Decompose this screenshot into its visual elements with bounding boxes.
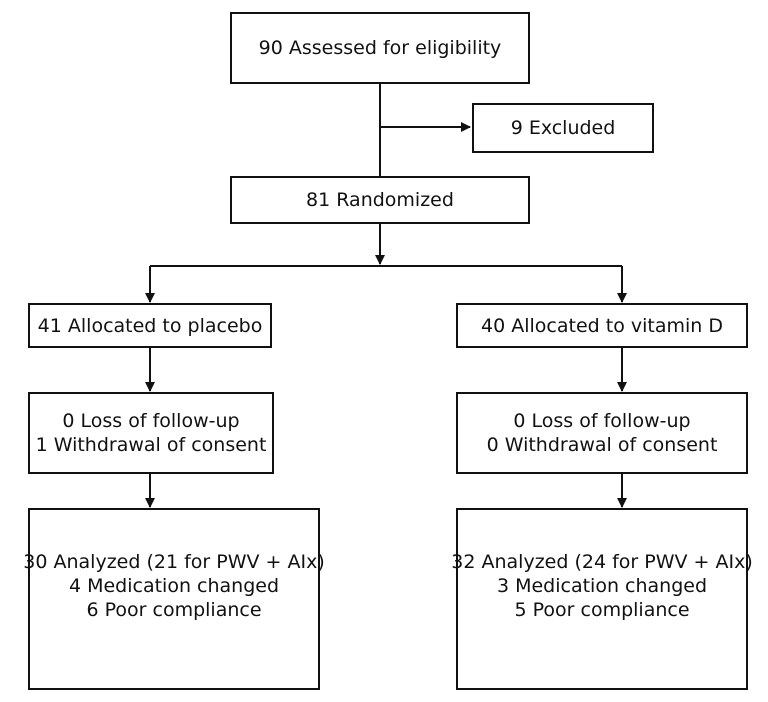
- placebo-medication-changed: 4 Medication changed: [68, 575, 280, 597]
- vitamin-d-withdrawal: 0 Withdrawal of consent: [486, 434, 718, 456]
- assessed-box: 90 Assessed for eligibility: [230, 12, 530, 84]
- placebo-poor-compliance: 6 Poor compliance: [86, 599, 262, 621]
- placebo-withdrawal: 1 Withdrawal of consent: [35, 434, 267, 456]
- randomized-label: 81 Randomized: [306, 189, 454, 211]
- vitamin-d-analyzed: 32 Analyzed (24 for PWV + AIx): [451, 551, 753, 573]
- placebo-allocation-box: 41 Allocated to placebo: [28, 303, 272, 348]
- placebo-followup-box: 0 Loss of follow-up 1 Withdrawal of cons…: [28, 392, 274, 474]
- vitamin-d-medication-changed: 3 Medication changed: [496, 575, 708, 597]
- placebo-loss-followup: 0 Loss of follow-up: [62, 410, 240, 432]
- vitamin-d-analysis-box: 32 Analyzed (24 for PWV + AIx) 3 Medicat…: [451, 508, 753, 690]
- excluded-box: 9 Excluded: [472, 103, 654, 153]
- vitamin-d-followup-box: 0 Loss of follow-up 0 Withdrawal of cons…: [456, 392, 748, 474]
- vitamin-d-allocation-label: 40 Allocated to vitamin D: [481, 314, 723, 337]
- randomized-box: 81 Randomized: [230, 176, 530, 224]
- placebo-allocation-label: 41 Allocated to placebo: [37, 314, 263, 337]
- placebo-analysis-box: 30 Analyzed (21 for PWV + AIx) 4 Medicat…: [23, 508, 325, 690]
- vitamin-d-poor-compliance: 5 Poor compliance: [514, 599, 690, 621]
- vitamin-d-allocation-box: 40 Allocated to vitamin D: [456, 303, 748, 348]
- vitamin-d-loss-followup: 0 Loss of follow-up: [513, 410, 691, 432]
- excluded-label: 9 Excluded: [510, 117, 616, 139]
- assessed-label: 90 Assessed for eligibility: [258, 37, 502, 59]
- placebo-analyzed: 30 Analyzed (21 for PWV + AIx): [23, 551, 325, 573]
